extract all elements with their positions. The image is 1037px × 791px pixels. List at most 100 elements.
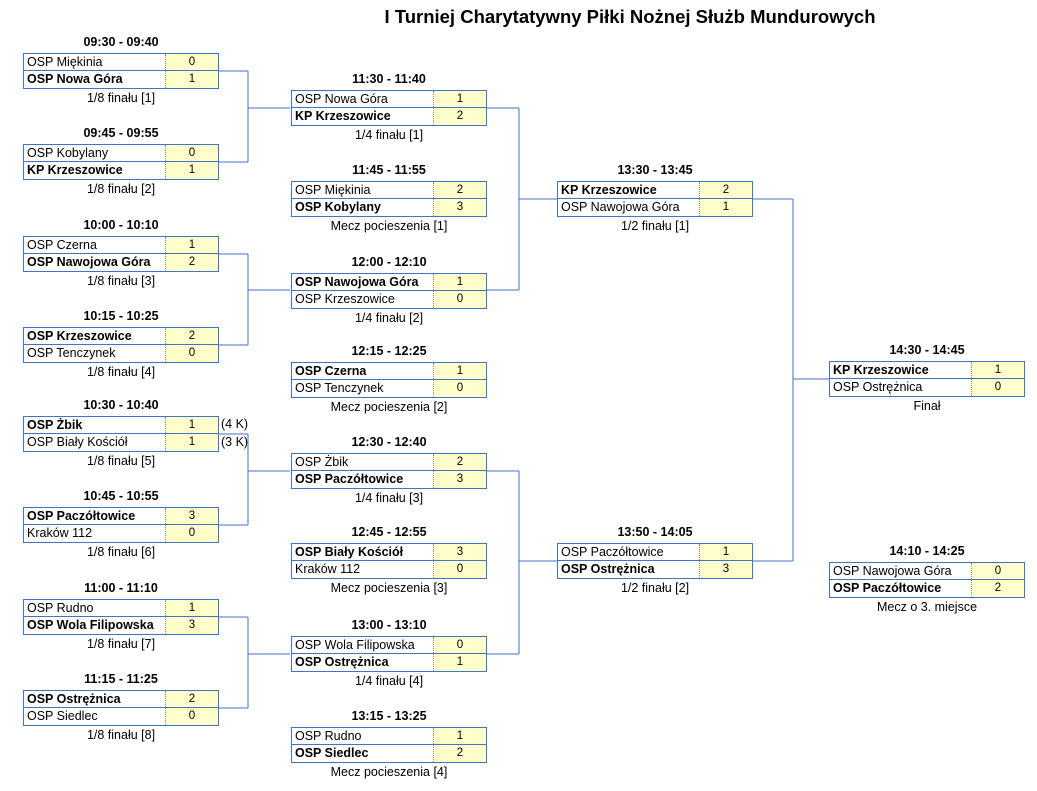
team-name: OSP Tenczynek xyxy=(295,381,384,395)
match-time: 10:30 - 10:40 xyxy=(83,398,159,412)
team-score: 0 xyxy=(433,380,486,397)
match-time: 13:00 - 13:10 xyxy=(351,618,427,632)
round-label: Finał xyxy=(913,399,941,413)
match-r16-5: 10:30 - 10:40 OSP Żbik 1 OSP Biały Kośció… xyxy=(23,398,248,468)
round-label: Mecz pocieszenia [2] xyxy=(330,400,448,414)
team-name: OSP Biały Kościół xyxy=(295,545,404,559)
team-name: OSP Czerna xyxy=(27,238,97,252)
team-score: 1 xyxy=(699,199,752,216)
round-label: 1/2 finału [1] xyxy=(620,219,690,233)
team-score: 2 xyxy=(165,691,218,707)
round-label: 1/2 finału [2] xyxy=(620,581,690,595)
team-row: OSP Ostrężnica 0 xyxy=(830,379,1024,396)
team-row: KP Krzeszowice 1 xyxy=(24,162,218,179)
team-name: OSP Żbik xyxy=(295,455,349,469)
team-score: 1 xyxy=(165,600,218,616)
team-row: OSP Nawojowa Góra 2 xyxy=(24,254,218,271)
team-name: OSP Wola Filipowska xyxy=(27,618,154,632)
team-name: OSP Kobylany xyxy=(27,146,109,160)
round-label: 1/8 finału [3] xyxy=(86,274,156,288)
team-score: 0 xyxy=(165,708,218,725)
team-score: 1 xyxy=(165,434,218,451)
match-time: 11:15 - 11:25 xyxy=(84,672,158,686)
team-score: 2 xyxy=(433,182,486,198)
round-label: 1/8 finału [7] xyxy=(86,637,156,651)
match-time: 11:45 - 11:55 xyxy=(352,163,426,177)
penalty-note: (4 K) xyxy=(221,417,249,431)
team-name: OSP Tenczynek xyxy=(27,346,116,360)
team-name: KP Krzeszowice xyxy=(27,163,123,177)
team-name: OSP Ostrężnica xyxy=(561,562,655,576)
team-name: OSP Rudno xyxy=(27,601,94,615)
round-label: 1/8 finału [1] xyxy=(86,91,156,105)
team-score: 0 xyxy=(433,291,486,308)
team-score: 2 xyxy=(433,454,486,470)
team-row: OSP Żbik 2 xyxy=(292,454,486,471)
team-score: 3 xyxy=(699,561,752,578)
match-time: 11:00 - 11:10 xyxy=(84,581,158,595)
match-time: 10:45 - 10:55 xyxy=(83,489,159,503)
match-time: 13:30 - 13:45 xyxy=(617,163,693,177)
team-name: KP Krzeszowice xyxy=(295,109,391,123)
team-name: Kraków 112 xyxy=(295,562,361,576)
round-label: 1/8 finału [2] xyxy=(86,182,156,196)
match-time: 10:15 - 10:25 xyxy=(83,309,159,323)
round-label: Mecz pocieszenia [1] xyxy=(330,219,448,233)
match-time: 09:30 - 09:40 xyxy=(83,35,159,49)
team-row: OSP Miękinia 2 xyxy=(292,182,486,199)
team-score: 1 xyxy=(165,162,218,179)
team-name: OSP Miękinia xyxy=(295,183,371,197)
team-score: 1 xyxy=(433,91,486,107)
round-label: Mecz pocieszenia [4] xyxy=(330,765,448,779)
team-score: 0 xyxy=(433,561,486,578)
page-title: I Turniej Charytatywny Piłki Nożnej Służ… xyxy=(384,6,876,27)
match-time: 10:00 - 10:10 xyxy=(83,218,159,232)
team-score: 3 xyxy=(165,508,218,524)
match-time: 09:45 - 09:55 xyxy=(83,126,159,140)
team-score: 1 xyxy=(971,362,1024,378)
team-score: 2 xyxy=(433,745,486,762)
team-score: 3 xyxy=(433,471,486,488)
match-time: 12:30 - 12:40 xyxy=(351,435,427,449)
team-name: OSP Kobylany xyxy=(295,200,381,214)
match-time: 12:15 - 12:25 xyxy=(351,344,427,358)
round-label: 1/8 finału [8] xyxy=(86,728,156,742)
team-name: OSP Nawojowa Góra xyxy=(27,255,151,269)
team-name: OSP Żbik xyxy=(27,418,83,432)
team-name: OSP Rudno xyxy=(295,729,362,743)
team-name: OSP Ostrężnica xyxy=(833,380,923,394)
team-row: Kraków 112 0 xyxy=(292,561,486,578)
team-name: KP Krzeszowice xyxy=(561,183,657,197)
team-name: Kraków 112 xyxy=(27,526,93,540)
match-time: 14:30 - 14:45 xyxy=(889,343,965,357)
team-name: OSP Nowa Góra xyxy=(27,72,123,86)
match-consolation-1: 11:45 - 11:55 OSP Miękinia 2 OSP Kobylany… xyxy=(291,163,487,233)
team-score: 2 xyxy=(971,580,1024,597)
team-score: 2 xyxy=(165,254,218,271)
team-score: 0 xyxy=(971,379,1024,396)
team-name: OSP Biały Kościół xyxy=(27,435,128,449)
